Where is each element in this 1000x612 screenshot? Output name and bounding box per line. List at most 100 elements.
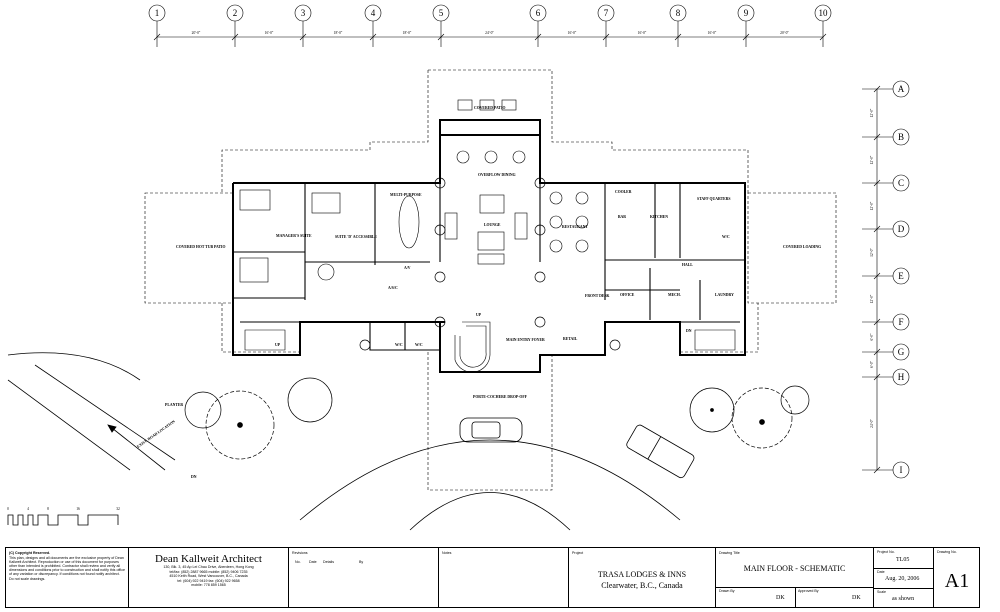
label-wc-2: W/C [415, 343, 423, 347]
grid-label-row-B: B [898, 132, 904, 142]
drawn-by: DK [776, 595, 785, 601]
grid-label-col-3: 3 [301, 8, 306, 18]
grid-dim-row: 24'-0" [870, 419, 874, 428]
rev-col-by: By [359, 560, 364, 564]
car-sedan [459, 417, 523, 443]
firm-name: Dean Kallweit Architect [155, 553, 262, 565]
rev-col-date: Date [309, 560, 317, 564]
grid-dim-row: 6'-0" [870, 333, 874, 340]
drawing-no-cell: Drawing No. A1 [934, 548, 980, 607]
grid-label-row-F: F [898, 317, 903, 327]
scale-label: Scale [877, 590, 886, 594]
label-retail: RETAIL [563, 337, 578, 341]
label-cooler: COOLER [615, 190, 632, 194]
drawing-title-cell: Drawing Title MAIN FLOOR - SCHEMATIC Dra… [716, 548, 874, 607]
grid-dim-col: 16'-0" [568, 31, 577, 35]
project-info-cell: Project No. TL05 Date Aug. 20, 2006 Scal… [874, 548, 934, 607]
label-wc-1: W/C [395, 343, 403, 347]
label-lounge: LOUNGE [484, 223, 501, 227]
scale-bar: 0 4 8 16 32 [7, 507, 120, 526]
label-office: OFFICE [620, 293, 635, 297]
drawing-title: MAIN FLOOR - SCHEMATIC [743, 564, 846, 573]
grid-dim-row: 12'-0" [870, 201, 874, 210]
trees [184, 377, 810, 460]
grid-label-col-5: 5 [439, 8, 444, 18]
label-overflow-dining: OVERFLOW DINING [478, 173, 516, 177]
label-mech: MECH. [668, 293, 681, 297]
grid-dim-row: 12'-0" [870, 155, 874, 164]
label-suite-accessible: SUITE 'D' ACCESSIBLE [335, 235, 377, 239]
label-managers-suite: MANAGER'S SUITE [276, 234, 312, 238]
driveway [7, 352, 681, 531]
scale: as shown [892, 596, 915, 602]
road-direction-arrow [107, 424, 166, 471]
label-front-desk: FRONT DESK [585, 294, 610, 298]
grid-label-col-10: 10 [819, 8, 829, 18]
revisions-cell: Revisions No. Date Details By [289, 548, 439, 607]
label-porte-cochere: PORTE-COCHERE DROP-OFF [473, 395, 528, 399]
scale-bar-label: 16 [76, 507, 80, 511]
firm-address-1: 130, Blk. 3, 45 Ap Lei Chau Drive, Aberd… [163, 565, 254, 569]
row-grid: ABCDEFGHI12'-0"12'-0"12'-0"12'-0"12'-0"6… [862, 80, 910, 479]
approved-by: DK [852, 595, 861, 601]
label-dn-planter: DN [191, 475, 197, 479]
label-laundry: LAUNDRY [715, 293, 734, 297]
grid-dim-col: 16'-0" [638, 31, 647, 35]
label-asc: A/S/C [388, 286, 398, 290]
dining-tables [239, 99, 589, 283]
grid-label-col-1: 1 [155, 8, 160, 18]
project-name: TRASA LODGES & INNS [597, 570, 687, 579]
drawn-by-label: Drawn By [719, 589, 735, 593]
label-multi-purpose: MULTI-PURPOSE [390, 193, 422, 197]
firm-address-2: 4510 Keith Road, West Vancouver, B.C., C… [169, 574, 248, 579]
drawing-title-label: Drawing Title [719, 551, 740, 555]
drawing-no-label: Drawing No. [937, 550, 957, 554]
label-covered-loading: COVERED LOADING [783, 245, 821, 249]
scale-bar-label: 0 [7, 507, 9, 511]
rev-col-details: Details [323, 560, 334, 564]
copyright-text: This plan, designs and all documents are… [9, 555, 125, 581]
revisions-label: Revisions [292, 551, 308, 555]
project-no: TL05 [896, 557, 910, 563]
grid-label-row-A: A [898, 84, 905, 94]
date: Aug. 20, 2006 [885, 576, 920, 582]
structural-columns [359, 177, 621, 351]
label-av: A/V [404, 266, 411, 270]
grid-dim-col: 24'-0" [485, 31, 494, 35]
firm-tel-1: tel/fax: (852) 2887 9665 mobile: (852) 9… [169, 569, 248, 574]
grid-label-row-H: H [898, 372, 905, 382]
copyright-cell: (C) Copyright Reserved. This plan, desig… [6, 548, 129, 607]
label-main-entry-foyer: MAIN ENTRY FOYER [506, 338, 545, 342]
grid-label-row-D: D [898, 224, 905, 234]
label-covered-hottub-patio: COVERED HOT TUB PATIO [176, 245, 225, 249]
label-bar: BAR [618, 215, 626, 219]
grid-label-col-9: 9 [744, 8, 749, 18]
grid-dim-col: 18'-0" [403, 31, 412, 35]
label-covered-patio: COVERED PATIO [474, 106, 505, 110]
grid-dim-col: 16'-0" [708, 31, 717, 35]
scale-bar-label: 8 [47, 507, 49, 511]
grid-label-col-4: 4 [371, 8, 376, 18]
grid-label-col-6: 6 [536, 8, 541, 18]
approved-by-label: Approved By [798, 589, 819, 593]
label-hall: HALL [682, 263, 693, 267]
label-kitchen: KITCHEN [650, 215, 668, 219]
interior-walls [233, 183, 745, 351]
scale-bar-label: 4 [27, 507, 29, 511]
label-exist-road: EXIST. ROAD LOCATION [136, 419, 176, 449]
grid-label-row-C: C [898, 178, 904, 188]
grid-label-row-I: I [900, 465, 903, 475]
grid-dim-col: 20'-0" [192, 31, 201, 35]
title-block: (C) Copyright Reserved. This plan, desig… [5, 547, 980, 608]
grid-label-col-2: 2 [233, 8, 238, 18]
grid-label-col-7: 7 [604, 8, 609, 18]
grid-label-row-G: G [898, 347, 905, 357]
project-cell: Project TRASA LODGES & INNS Clearwater, … [569, 548, 716, 607]
label-stair-up: UP [476, 313, 482, 317]
stairs [244, 321, 736, 373]
scale-bar-label: 32 [116, 507, 120, 511]
grid-dim-col: 16'-0" [265, 31, 274, 35]
grid-label-col-8: 8 [676, 8, 681, 18]
